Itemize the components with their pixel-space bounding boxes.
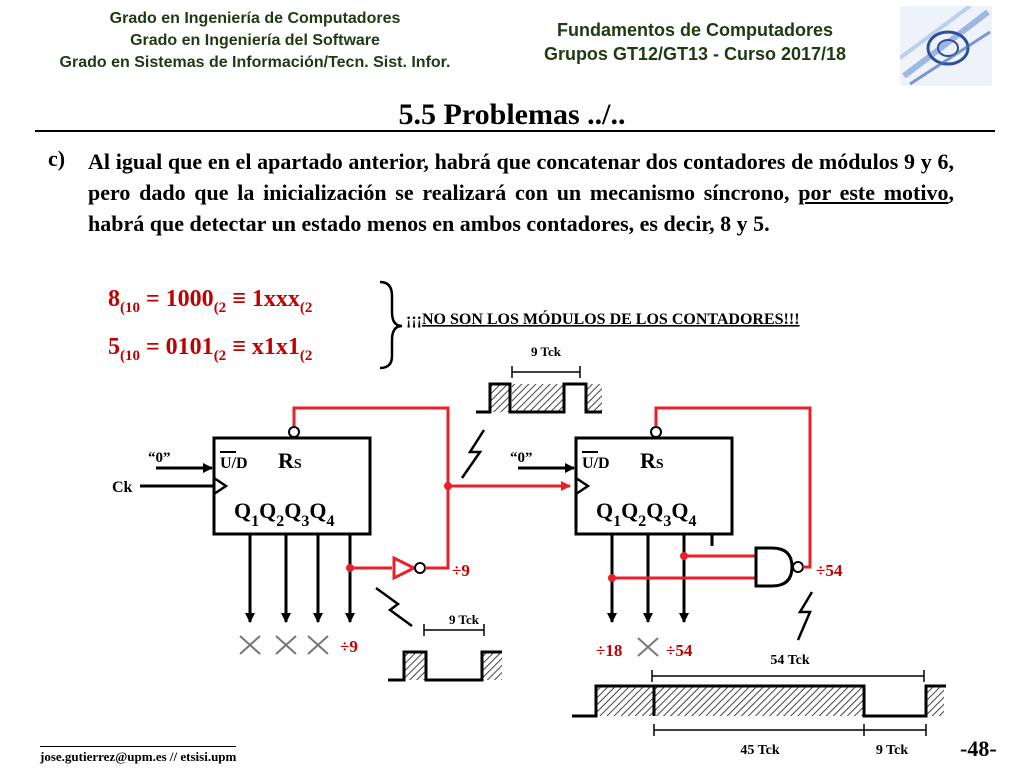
degree-list: Grado en Ingeniería de Computadores Grad… (10, 8, 500, 74)
counter-outputs: Q1Q2Q3Q4 (234, 498, 335, 530)
degree-line: Grado en Sistemas de Información/Tecn. S… (59, 54, 451, 71)
equation-five: 5(10 = 0101(2 ≡ x1x1(2 (108, 334, 312, 364)
counter-one-box (212, 436, 372, 536)
title-divider (35, 130, 995, 132)
paragraph-underlined: por este motivo (798, 180, 949, 205)
pulse-waveform (572, 684, 946, 718)
unused-output-marks (239, 635, 329, 655)
reset-label: RS (640, 448, 664, 473)
nand-gate-icon (754, 546, 794, 588)
inverter-gate-icon (392, 555, 418, 581)
warning-text: ¡¡¡NO SON LOS MÓDULOS DE LOS CONTADORES!… (406, 309, 800, 328)
page-number: -48- (960, 736, 997, 761)
lightning-icon (796, 591, 814, 641)
divide-eighteen-label: ÷18 (596, 641, 622, 660)
footer-email: jose.gutierrez@upm.es // etsisi.upm (40, 746, 237, 765)
explanation-paragraph: Al igual que en el apartado anterior, ha… (88, 146, 954, 239)
counter-two-box (574, 436, 734, 536)
zero-input-label: “0” (148, 450, 171, 466)
degree-line: Grado en Ingeniería de Computadores (109, 10, 401, 27)
unused-output-mark (637, 637, 659, 657)
pulse-high-label: 9 Tck (876, 743, 909, 758)
clock-triangle-icon (213, 476, 229, 496)
page-title: 5.5 Problemas ../.. (398, 98, 626, 131)
lightning-icon (460, 429, 486, 479)
pulse-label: 54 Tck (770, 653, 810, 668)
svg-text:Q1Q2Q3Q4: Q1Q2Q3Q4 (596, 498, 697, 530)
zero-input-label: “0” (510, 450, 533, 466)
counter-outputs: Q1Q2Q3Q4 (596, 498, 697, 530)
divide-nine-label: ÷9 (340, 637, 358, 656)
curly-brace (379, 280, 403, 370)
divide-fiftyfour-gate-label: ÷54 (816, 561, 843, 580)
svg-text:Q1Q2Q3Q4: Q1Q2Q3Q4 (234, 498, 335, 530)
pulse-label: 9 Tck (449, 612, 480, 627)
course-name: Fundamentos de Computadores (556, 20, 834, 40)
pulse-low-label: 45 Tck (740, 743, 780, 758)
reset-label: RS (278, 448, 302, 473)
pulse-waveform (476, 382, 602, 414)
divide-nine-gate-label: ÷9 (452, 561, 470, 580)
updown-label: U/D (582, 455, 610, 472)
updown-label: U/D (220, 455, 248, 472)
clock-label: Ck (112, 479, 133, 496)
course-info: Fundamentos de Computadores Grupos GT12/… (490, 18, 900, 66)
degree-line: Grado en Ingeniería del Software (130, 32, 380, 49)
lightning-icon (375, 586, 413, 628)
item-label: c) (48, 146, 66, 171)
course-group: Grupos GT12/GT13 - Curso 2017/18 (543, 44, 847, 64)
divide-fiftyfour-label: ÷54 (666, 641, 693, 660)
pulse-waveform (388, 650, 502, 682)
clock-triangle-icon (575, 476, 591, 496)
pulse-label: 9 Tck (531, 344, 562, 359)
paragraph-text: Al igual que en el apartado anterior, ha… (88, 149, 954, 205)
equation-eight: 8(10 = 1000(2 ≡ 1xxx(2 (108, 286, 312, 316)
university-logo-icon (900, 6, 992, 86)
paragraph-text: , habrá que detectar un estado menos en … (88, 180, 954, 236)
